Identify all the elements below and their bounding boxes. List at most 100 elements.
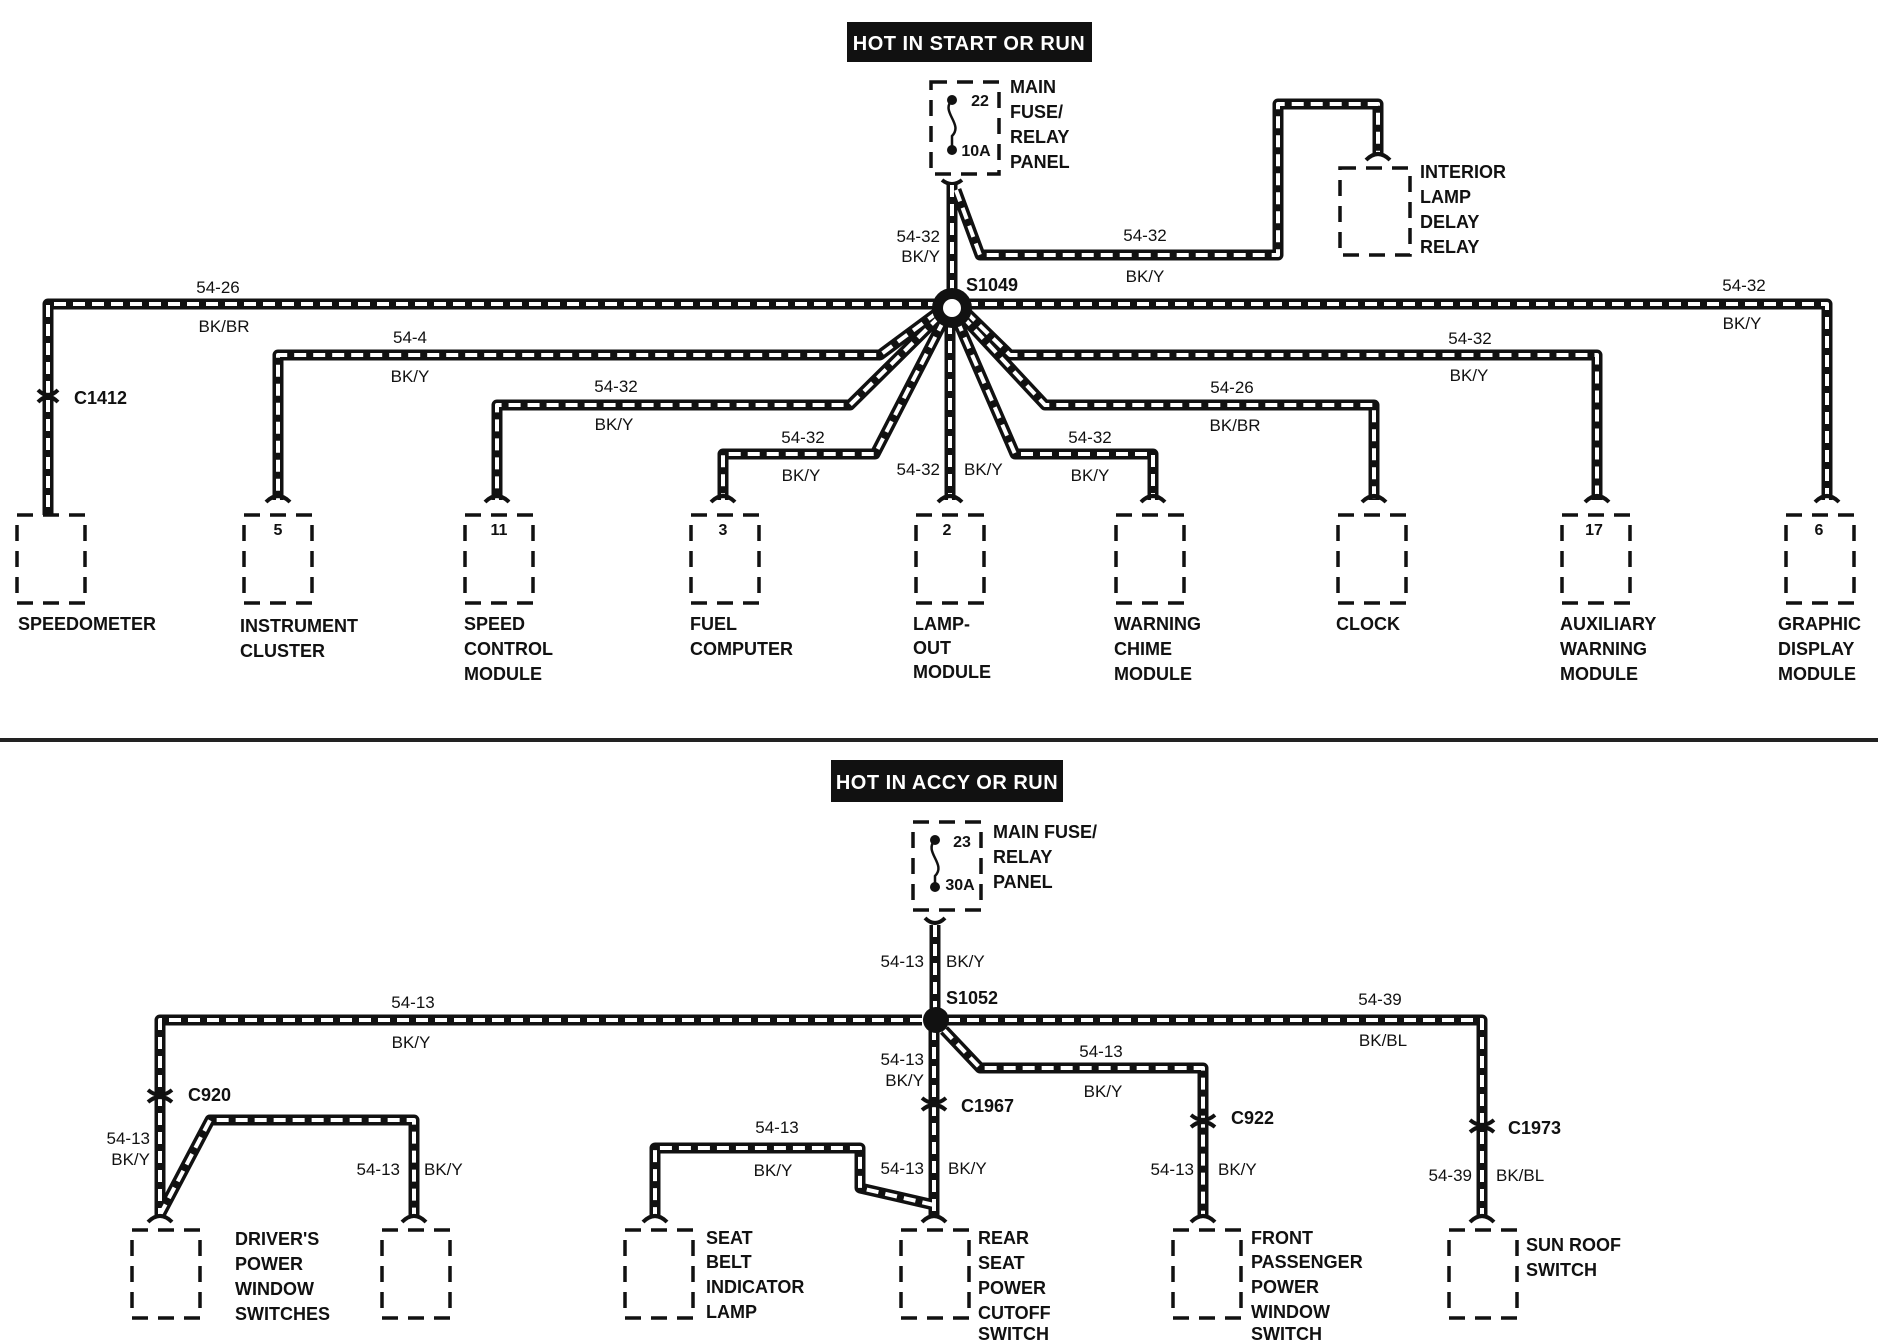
svg-text:CHIME: CHIME (1114, 639, 1172, 659)
svg-text:INDICATOR: INDICATOR (706, 1277, 804, 1297)
sunroof-drop-circuit: 54-39 (1429, 1166, 1472, 1185)
speedometer-box (15, 513, 87, 605)
speedometer-label: SPEEDOMETER (18, 614, 156, 634)
branch-3-circuit: 54-32 (781, 428, 824, 447)
connector-c922-label: C922 (1231, 1108, 1274, 1128)
branch-1-circuit: 54-4 (393, 328, 427, 347)
top-fuse-number: 22 (971, 93, 989, 110)
svg-text:COMPUTER: COMPUTER (690, 639, 793, 659)
svg-text:INSTRUMENT: INSTRUMENT (240, 616, 358, 636)
svg-text:CLUSTER: CLUSTER (240, 641, 325, 661)
warning-chime-module-box (1114, 513, 1186, 605)
speed-control-module-label: SPEED CONTROL MODULE (464, 614, 553, 684)
drivers-drop-circuit: 54-13 (107, 1129, 150, 1148)
branch-5-circuit: 54-32 (1068, 428, 1111, 447)
front-pass-trunk-circuit: 54-13 (1079, 1042, 1122, 1061)
branch-2-color: BK/Y (595, 415, 634, 434)
bottom-fuse-box (911, 820, 983, 912)
instrument-cluster-pin: 5 (274, 522, 283, 539)
drivers-power-window-switches-label: DRIVER'S POWER WINDOW SWITCHES (235, 1229, 330, 1324)
branch-6-color: BK/BR (1209, 416, 1260, 435)
connector-c922-icon (1189, 1113, 1217, 1129)
bottom-fuse-rating: 30A (945, 877, 975, 894)
svg-text:MODULE: MODULE (1560, 664, 1638, 684)
clock-label: CLOCK (1336, 614, 1400, 634)
interior-lamp-connector (1364, 152, 1392, 162)
graphic-display-pin: 6 (1815, 522, 1824, 539)
branch-6-circuit: 54-26 (1210, 378, 1253, 397)
bottom-wires (154, 925, 1488, 1218)
fuse-element-icon (947, 99, 957, 150)
top-fuse-label: MAIN FUSE/ RELAY PANEL (1010, 77, 1070, 172)
svg-text:RELAY: RELAY (993, 847, 1052, 867)
svg-text:REAR: REAR (978, 1228, 1029, 1248)
speed-control-module-box (463, 513, 535, 605)
svg-text:LAMP: LAMP (1420, 187, 1471, 207)
branch-7-color: BK/Y (1450, 366, 1489, 385)
warning-chime-module-label: WARNING CHIME MODULE (1114, 614, 1201, 684)
sunroof-trunk-circuit: 54-39 (1358, 990, 1401, 1009)
connector-c1967-icon (920, 1096, 948, 1112)
connector-c1973-label: C1973 (1508, 1118, 1561, 1138)
bottom-fuse-connector (923, 916, 947, 925)
seat-belt-circuit: 54-13 (755, 1118, 798, 1137)
rear-drop-color: BK/Y (948, 1159, 987, 1178)
top-fuse: 22 10A (929, 80, 1001, 186)
speed-control-pin: 11 (491, 522, 508, 539)
splice-s1052-label: S1052 (946, 988, 998, 1008)
fuel-computer-pin: 3 (719, 522, 728, 539)
top-wires (42, 98, 1833, 515)
front-passenger-power-window-switch-label: FRONT PASSENGER POWER WINDOW SWITCH (1251, 1228, 1363, 1344)
branch-4-color: BK/Y (964, 460, 1003, 479)
bottom-fuse: 23 30A (911, 820, 983, 925)
bottom-feed-color: BK/Y (946, 952, 985, 971)
svg-text:RELAY: RELAY (1420, 237, 1479, 257)
svg-text:SPEEDOMETER: SPEEDOMETER (18, 614, 156, 634)
fuse-element-icon (930, 839, 940, 887)
auxiliary-warning-module-label: AUXILIARY WARNING MODULE (1560, 614, 1656, 684)
auxiliary-warning-module-box (1560, 513, 1632, 605)
lamp-out-module-box (914, 513, 986, 605)
svg-text:LAMP-: LAMP- (913, 614, 970, 634)
fuel-computer-box (689, 513, 761, 605)
branch-3-color: BK/Y (782, 466, 821, 485)
svg-text:FUSE/: FUSE/ (1010, 102, 1063, 122)
svg-text:WINDOW: WINDOW (235, 1279, 314, 1299)
bottom-fuse-number: 23 (953, 834, 971, 851)
rear-drop-circuit: 54-13 (881, 1159, 924, 1178)
svg-text:SUN ROOF: SUN ROOF (1526, 1235, 1621, 1255)
svg-text:CONTROL: CONTROL (464, 639, 553, 659)
lamp-out-pin: 2 (943, 522, 952, 539)
svg-text:MODULE: MODULE (1778, 664, 1856, 684)
branch-5-color: BK/Y (1071, 466, 1110, 485)
svg-text:FUEL: FUEL (690, 614, 737, 634)
instrument-cluster-label: INSTRUMENT CLUSTER (240, 616, 358, 661)
left-trunk-circuit: 54-13 (391, 993, 434, 1012)
svg-text:DISPLAY: DISPLAY (1778, 639, 1854, 659)
front-pass-drop-color: BK/Y (1218, 1160, 1257, 1179)
bottom-section: HOT IN ACCY OR RUN 23 30A MAIN FUSE/ REL… (107, 760, 1621, 1344)
top-header: HOT IN START OR RUN (853, 33, 1085, 55)
svg-text:LAMP: LAMP (706, 1302, 757, 1322)
svg-text:SEAT: SEAT (978, 1253, 1025, 1273)
splice-s1049-label: S1049 (966, 275, 1018, 295)
svg-text:PANEL: PANEL (1010, 152, 1070, 172)
svg-text:CLOCK: CLOCK (1336, 614, 1400, 634)
svg-text:WARNING: WARNING (1560, 639, 1647, 659)
svg-text:MODULE: MODULE (1114, 664, 1192, 684)
svg-text:RELAY: RELAY (1010, 127, 1069, 147)
branch-8-color: BK/Y (1723, 314, 1762, 333)
seat-belt-indicator-lamp-label: SEAT BELT INDICATOR LAMP (706, 1228, 804, 1322)
sunroof-drop-color: BK/BL (1496, 1166, 1544, 1185)
svg-text:DRIVER'S: DRIVER'S (235, 1229, 319, 1249)
auxiliary-warning-pin: 17 (1585, 522, 1603, 539)
interior-lamp-delay-relay (1338, 166, 1412, 257)
svg-text:INTERIOR: INTERIOR (1420, 162, 1506, 182)
svg-text:BELT: BELT (706, 1252, 752, 1272)
svg-text:GRAPHIC: GRAPHIC (1778, 614, 1861, 634)
interior-lamp-label: INTERIOR LAMP DELAY RELAY (1420, 162, 1506, 257)
seat-belt-indicator-lamp-box (623, 1228, 695, 1320)
svg-text:SWITCH: SWITCH (1526, 1260, 1597, 1280)
svg-text:SWITCHES: SWITCHES (235, 1304, 330, 1324)
svg-text:FRONT: FRONT (1251, 1228, 1313, 1248)
